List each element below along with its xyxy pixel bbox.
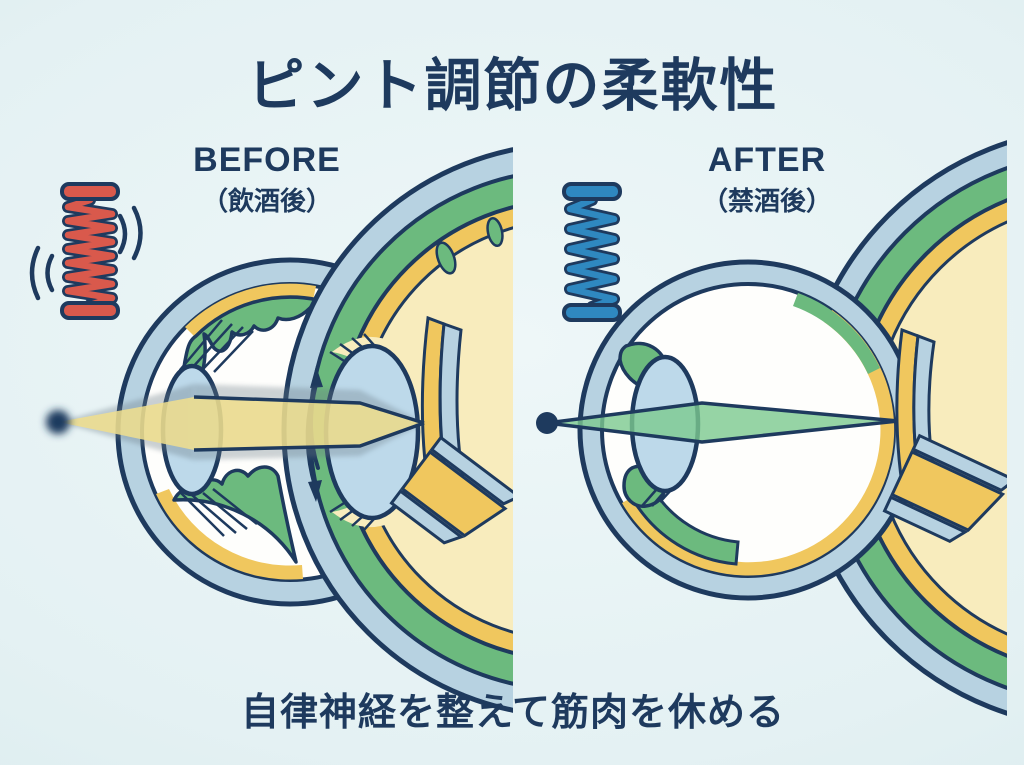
zonule-fibers-bottom — [179, 488, 258, 537]
before-light-beam — [46, 384, 425, 460]
before-panel — [29, 147, 513, 713]
after-retina-nerve — [882, 327, 1007, 544]
compressed-vibrating-spring-icon — [29, 182, 143, 320]
blurry-focus-point — [46, 410, 70, 434]
page-title: ピント調節の柔軟性 — [247, 54, 779, 118]
beam-edge — [546, 419, 899, 444]
retina-lining-bottom — [156, 489, 303, 580]
optic-nerve — [389, 435, 513, 545]
choroid-lining-top — [793, 293, 880, 374]
after-back-eyeball — [797, 140, 1007, 716]
after-label: AFTER — [707, 141, 827, 179]
optic-nerve — [882, 433, 1007, 544]
after-panel — [536, 140, 1007, 716]
beam-converging — [194, 397, 424, 450]
zonule-fibers-top — [179, 319, 254, 373]
beam-edge — [546, 401, 899, 425]
ciliary-drip — [486, 216, 504, 248]
after-light-beam — [536, 401, 899, 444]
after-sublabel: （禁酒後） — [701, 186, 833, 216]
sharp-focus-point — [536, 412, 558, 434]
beam-edge — [193, 395, 425, 425]
relaxed-spring-icon — [562, 182, 622, 322]
before-label: BEFORE — [193, 141, 341, 179]
vibration-marks-icon — [29, 205, 143, 301]
beam-entering — [58, 397, 194, 450]
ciliary-drip — [435, 241, 457, 275]
beam-edge — [193, 421, 425, 452]
bottom-caption: 自律神経を整えて筋肉を休める — [240, 692, 786, 734]
before-sublabel: （飲酒後） — [201, 186, 333, 216]
